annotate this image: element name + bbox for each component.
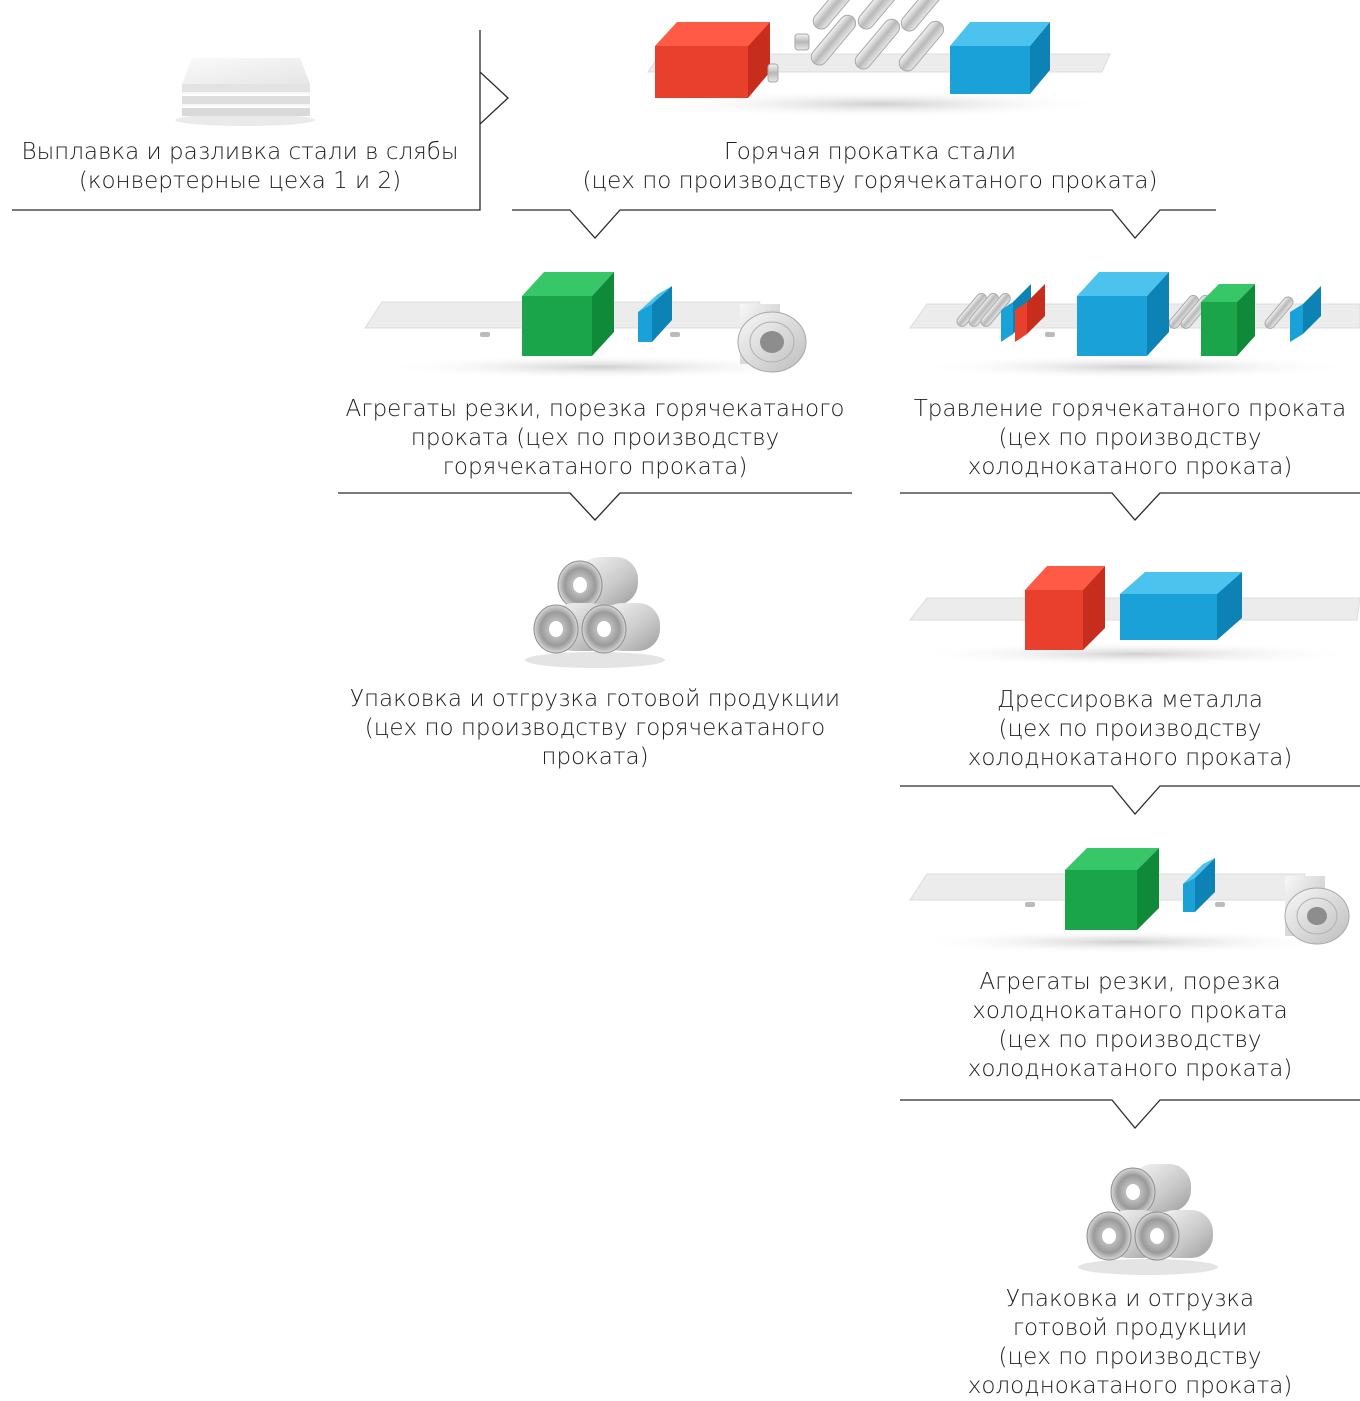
hot-cutting-line-illustration bbox=[364, 272, 820, 379]
connector-melting-to-hot-rolling bbox=[12, 30, 509, 211]
slab-stack-illustration bbox=[175, 58, 315, 126]
connector-cold-cutting-to-packing bbox=[900, 1099, 1360, 1129]
connector-pickling-to-temper bbox=[900, 492, 1360, 521]
step-hot-packing-label: Упаковка и отгрузка готовой продукции (ц… bbox=[349, 686, 841, 770]
cold-cutting-line-illustration bbox=[909, 848, 1350, 954]
step-cold-packing-label: Упаковка и отгрузка готовой продукции (ц… bbox=[967, 1286, 1293, 1399]
step-cold-cutting-label: Агрегаты резки, порезка холоднокатаного … bbox=[967, 969, 1293, 1082]
step-temper-label: Дрессировка металла (цех по производству… bbox=[967, 687, 1293, 771]
step-melting-label: Выплавка и разливка стали в слябы (конве… bbox=[21, 139, 459, 194]
connector-hot-rolling-split bbox=[512, 209, 1216, 239]
step-pickling-label: Травление горячекатаного проката (цех по… bbox=[913, 396, 1347, 480]
connector-hot-cutting-to-packing bbox=[338, 492, 852, 521]
step-hot-rolling-label: Горячая прокатка стали (цех по производс… bbox=[582, 139, 1158, 194]
pickling-line-illustration bbox=[909, 272, 1360, 379]
step-hot-cutting-label: Агрегаты резки, порезка горячекатаного п… bbox=[345, 396, 845, 480]
temper-mill-illustration bbox=[908, 566, 1360, 666]
cold-coils-stack-illustration bbox=[1078, 1164, 1218, 1275]
hot-rolling-mill-illustration bbox=[647, 0, 1111, 118]
hot-coils-stack-illustration bbox=[525, 557, 665, 668]
connector-temper-to-cold-cutting bbox=[900, 785, 1360, 815]
